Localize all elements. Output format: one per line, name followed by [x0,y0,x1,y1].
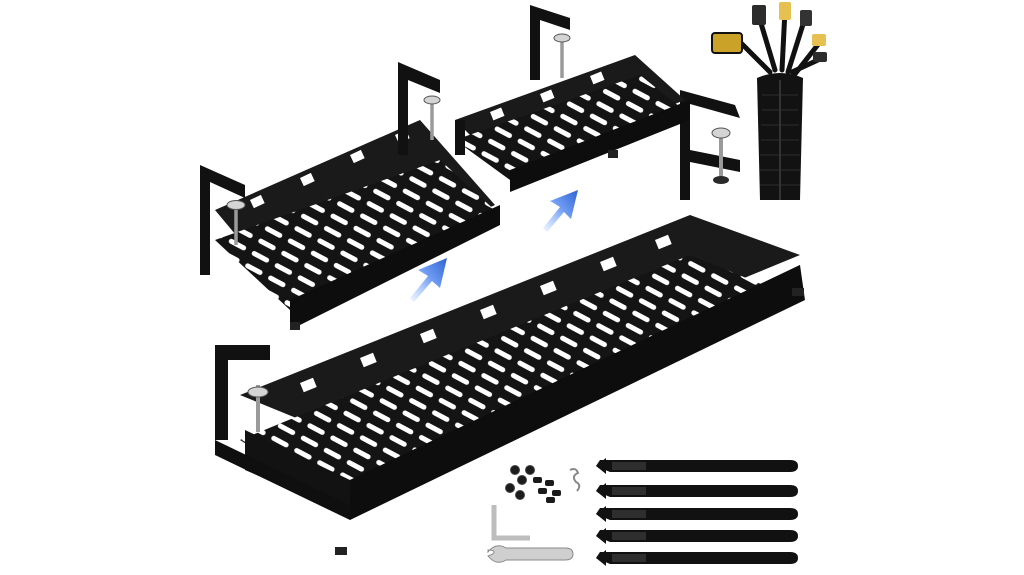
strap [596,506,798,522]
clamp-screw [226,200,246,245]
strap [596,458,798,474]
hook-and-loop-straps [596,458,798,566]
clamp-screw [553,33,571,78]
medium-cable-tray [455,5,690,192]
clamp-screw [711,127,731,184]
wrench [487,545,574,563]
small-cable-tray [200,62,500,330]
cable-sleeve [711,2,827,200]
up-arrow-icon [410,258,447,302]
up-arrow-icon [543,190,578,232]
long-cable-tray [215,90,805,555]
strap [596,483,798,499]
strap [596,550,798,566]
clamp-screw [423,95,441,140]
hex-key [491,505,530,541]
strap [596,528,798,544]
clamp-screw [247,385,269,432]
screw-set [505,465,581,503]
